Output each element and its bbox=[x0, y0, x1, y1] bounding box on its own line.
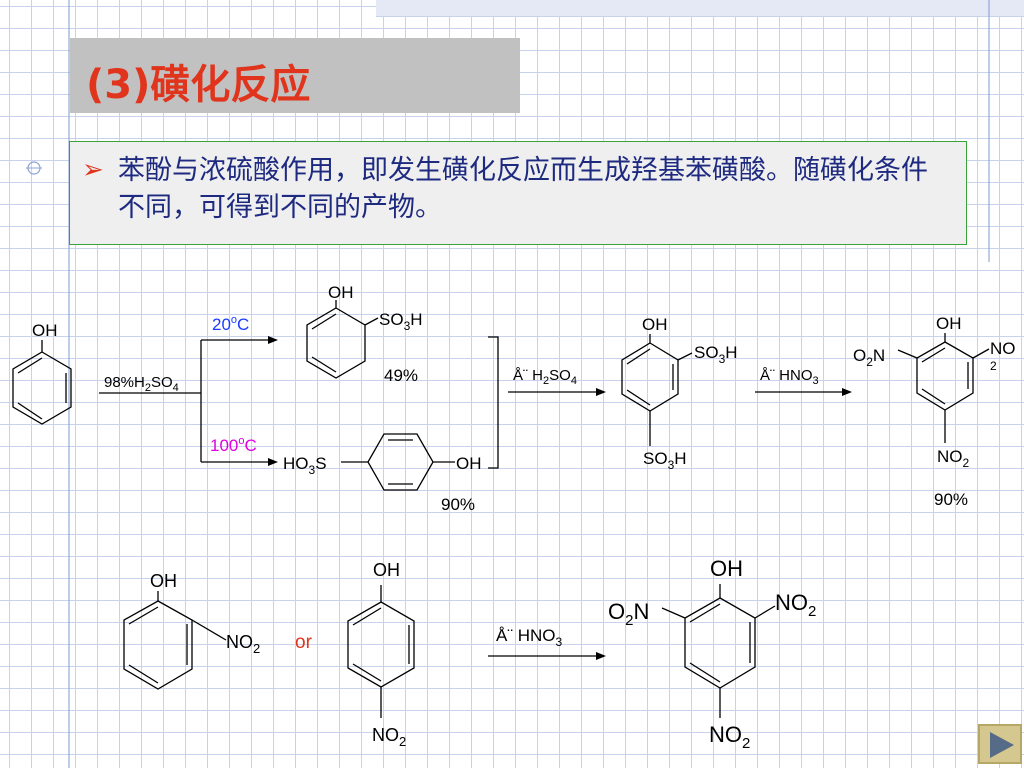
svg-text:SO3H: SO3H bbox=[379, 310, 423, 333]
right-guide-line bbox=[988, 0, 990, 262]
left-guide-line bbox=[68, 0, 70, 768]
svg-text:OH: OH bbox=[150, 571, 177, 591]
para-product-structure: HO3S OH 90% bbox=[283, 433, 482, 514]
arrow-bullet-icon: ➢ bbox=[82, 154, 104, 184]
slide-title: (3)磺化反应 bbox=[86, 62, 311, 108]
picric-acid-structure-bottom: OH O2N NO2 NO2 bbox=[608, 556, 816, 752]
svg-text:OH: OH bbox=[456, 454, 482, 473]
description-text: 苯酚与浓硫酸作用，即发生磺化反应而生成羟基苯磺酸。随磺化条件不同，可得到不同的产… bbox=[118, 155, 928, 223]
lower-reagent: Å¨ HNO3 bbox=[496, 626, 563, 649]
svg-text:NO2: NO2 bbox=[937, 447, 970, 470]
svg-text:O2N: O2N bbox=[608, 599, 649, 629]
picric-acid-structure-top: OH O2N NO 2 NO2 90% bbox=[853, 314, 1016, 509]
svg-text:NO2: NO2 bbox=[372, 725, 406, 749]
para-nitrophenol-structure: OH NO2 bbox=[347, 560, 415, 749]
reagent-label: 98%H2SO4 bbox=[104, 374, 179, 394]
svg-text:NO2: NO2 bbox=[709, 722, 750, 752]
svg-text:OH: OH bbox=[328, 283, 354, 302]
svg-text:OH: OH bbox=[32, 321, 58, 340]
ortho-nitrophenol-structure: OH NO2 bbox=[123, 571, 260, 690]
description-box bbox=[69, 141, 967, 245]
svg-text:SO3H: SO3H bbox=[694, 343, 738, 366]
svg-text:NO2: NO2 bbox=[226, 632, 260, 656]
svg-text:NO2: NO2 bbox=[775, 590, 816, 620]
disulfonic-acid-structure: OH SO3H SO3H bbox=[621, 315, 738, 472]
svg-text:OH: OH bbox=[642, 315, 668, 334]
top-decoration-band bbox=[376, 0, 1024, 17]
temp-high-label: 100oC bbox=[210, 435, 257, 455]
yield-para: 90% bbox=[441, 495, 475, 514]
title-background bbox=[70, 38, 520, 113]
step2-reagent: Å¨ H2SO4 bbox=[513, 367, 577, 387]
yield-ortho: 49% bbox=[384, 366, 418, 385]
svg-text:NO: NO bbox=[990, 339, 1016, 358]
phenol-structure: OH bbox=[12, 321, 72, 425]
temp-low-label: 20oC bbox=[212, 314, 249, 334]
step3-reagent: Å¨ HNO3 bbox=[760, 367, 819, 387]
svg-text:2: 2 bbox=[990, 359, 997, 373]
ortho-product-structure: OH SO3H 49% bbox=[306, 283, 423, 385]
or-label: or bbox=[295, 632, 313, 653]
next-slide-button[interactable] bbox=[978, 724, 1022, 764]
svg-text:HO3S: HO3S bbox=[283, 454, 327, 477]
play-arrow-icon bbox=[990, 732, 1014, 758]
svg-text:OH: OH bbox=[710, 556, 743, 581]
svg-text:OH: OH bbox=[373, 560, 400, 580]
svg-text:O2N: O2N bbox=[853, 346, 885, 369]
yield-final: 90% bbox=[934, 490, 968, 509]
svg-text:OH: OH bbox=[936, 314, 962, 333]
svg-text:SO3H: SO3H bbox=[643, 449, 687, 472]
bullet-node-icon bbox=[26, 161, 42, 175]
